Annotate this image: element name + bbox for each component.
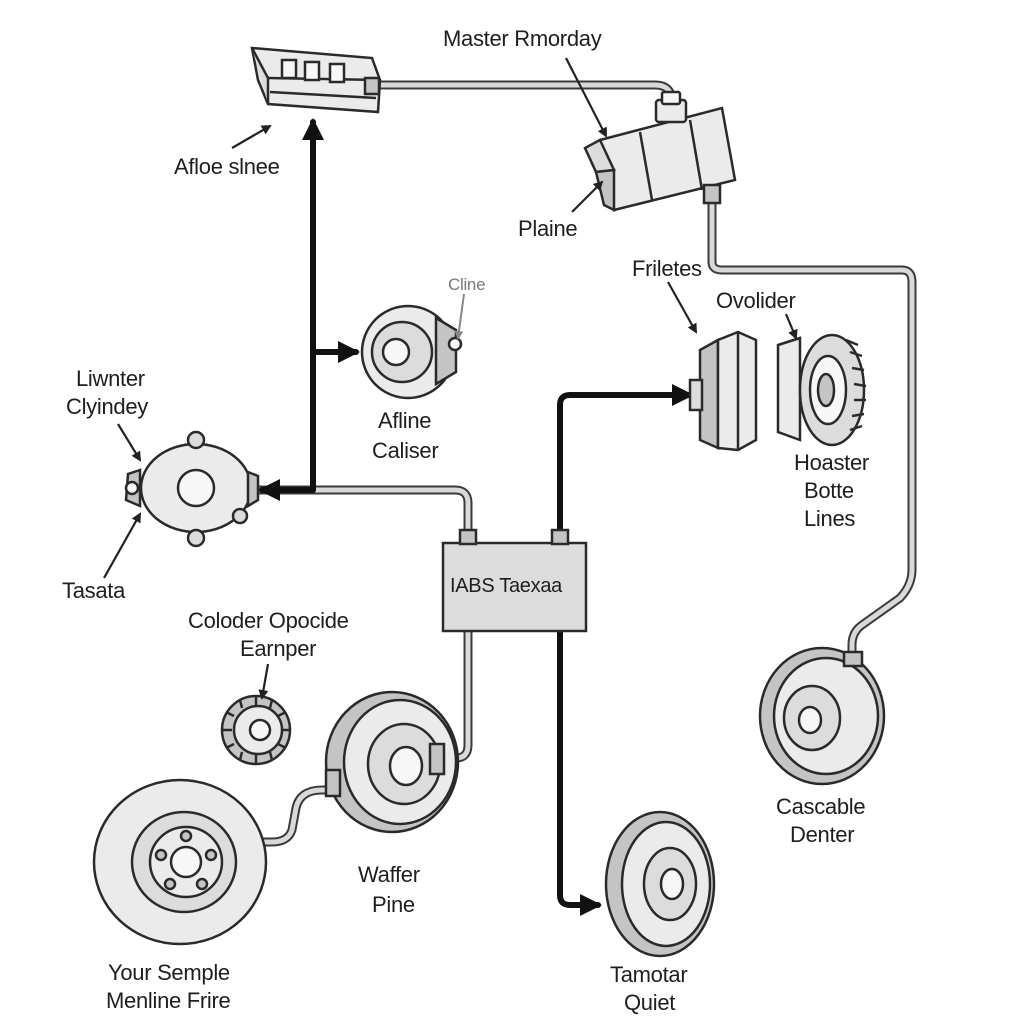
label-afline-caliser-1: Afline <box>378 408 431 433</box>
gear-icon <box>220 694 292 766</box>
reservoir-icon <box>250 46 382 114</box>
label-tamotar-quiet-1: Tamotar <box>610 962 687 987</box>
diagram-labels: Master Rmorday Afloe slnee Plaine Frilet… <box>62 26 869 1015</box>
caliper-icon <box>360 304 463 400</box>
label-friletes: Friletes <box>632 256 702 281</box>
label-your-semple-menline-frire-1: Your Semple <box>108 960 230 985</box>
brake-pad-icon <box>688 330 758 452</box>
flow-arrow-pads <box>557 384 694 543</box>
label-your-semple-menline-frire-2: Menline Frire <box>106 988 231 1013</box>
wheel-cylinder-icon <box>124 430 260 548</box>
wheel-cylinder-line <box>250 485 473 547</box>
label-plaine: Plaine <box>518 216 577 241</box>
label-waffer-pine-1: Waffer <box>358 862 420 887</box>
label-liwnter-clyindey-1: Liwnter <box>76 366 145 391</box>
brake-drum-icon-large <box>92 778 268 946</box>
label-hoaster-botte-lines-3: Lines <box>804 506 855 531</box>
label-tamotar-quiet-2: Quiet <box>624 990 675 1015</box>
brake-drum-icon-bottom <box>604 810 716 958</box>
label-waffer-pine-2: Pine <box>372 892 415 917</box>
label-afline-caliser-2: Caliser <box>372 438 438 463</box>
label-cline: Cline <box>448 275 485 294</box>
rotor-icon <box>776 333 867 447</box>
label-iabs-taexaa: IABS Taexaa <box>450 575 563 597</box>
label-hoaster-botte-lines-1: Hoaster <box>794 450 869 475</box>
label-coloder-opocide-earnper-1: Coloder Opocide <box>188 608 349 633</box>
flow-arrows <box>258 118 694 916</box>
label-afloe-slnee: Afloe slnee <box>174 154 280 179</box>
label-tasata: Tasata <box>62 578 126 603</box>
label-coloder-opocide-earnper-2: Earnper <box>240 636 316 661</box>
abs-module-icon <box>441 528 588 633</box>
reservoir-line <box>373 80 677 115</box>
label-cascable-denter-2: Denter <box>790 822 854 847</box>
label-pointers <box>103 57 798 700</box>
brake-drum-icon-right <box>758 646 886 786</box>
label-hoaster-botte-lines-2: Botte <box>804 478 854 503</box>
label-cascable-denter-1: Cascable <box>776 794 865 819</box>
label-master-rmorday: Master Rmorday <box>443 26 602 51</box>
master-cylinder-icon <box>583 90 737 213</box>
rotor-icon-waffer <box>324 690 460 834</box>
label-ovolider: Ovolider <box>716 288 796 313</box>
flow-arrow-rear-drum <box>557 629 602 916</box>
label-liwnter-clyindey-2: Clyindey <box>66 394 148 419</box>
